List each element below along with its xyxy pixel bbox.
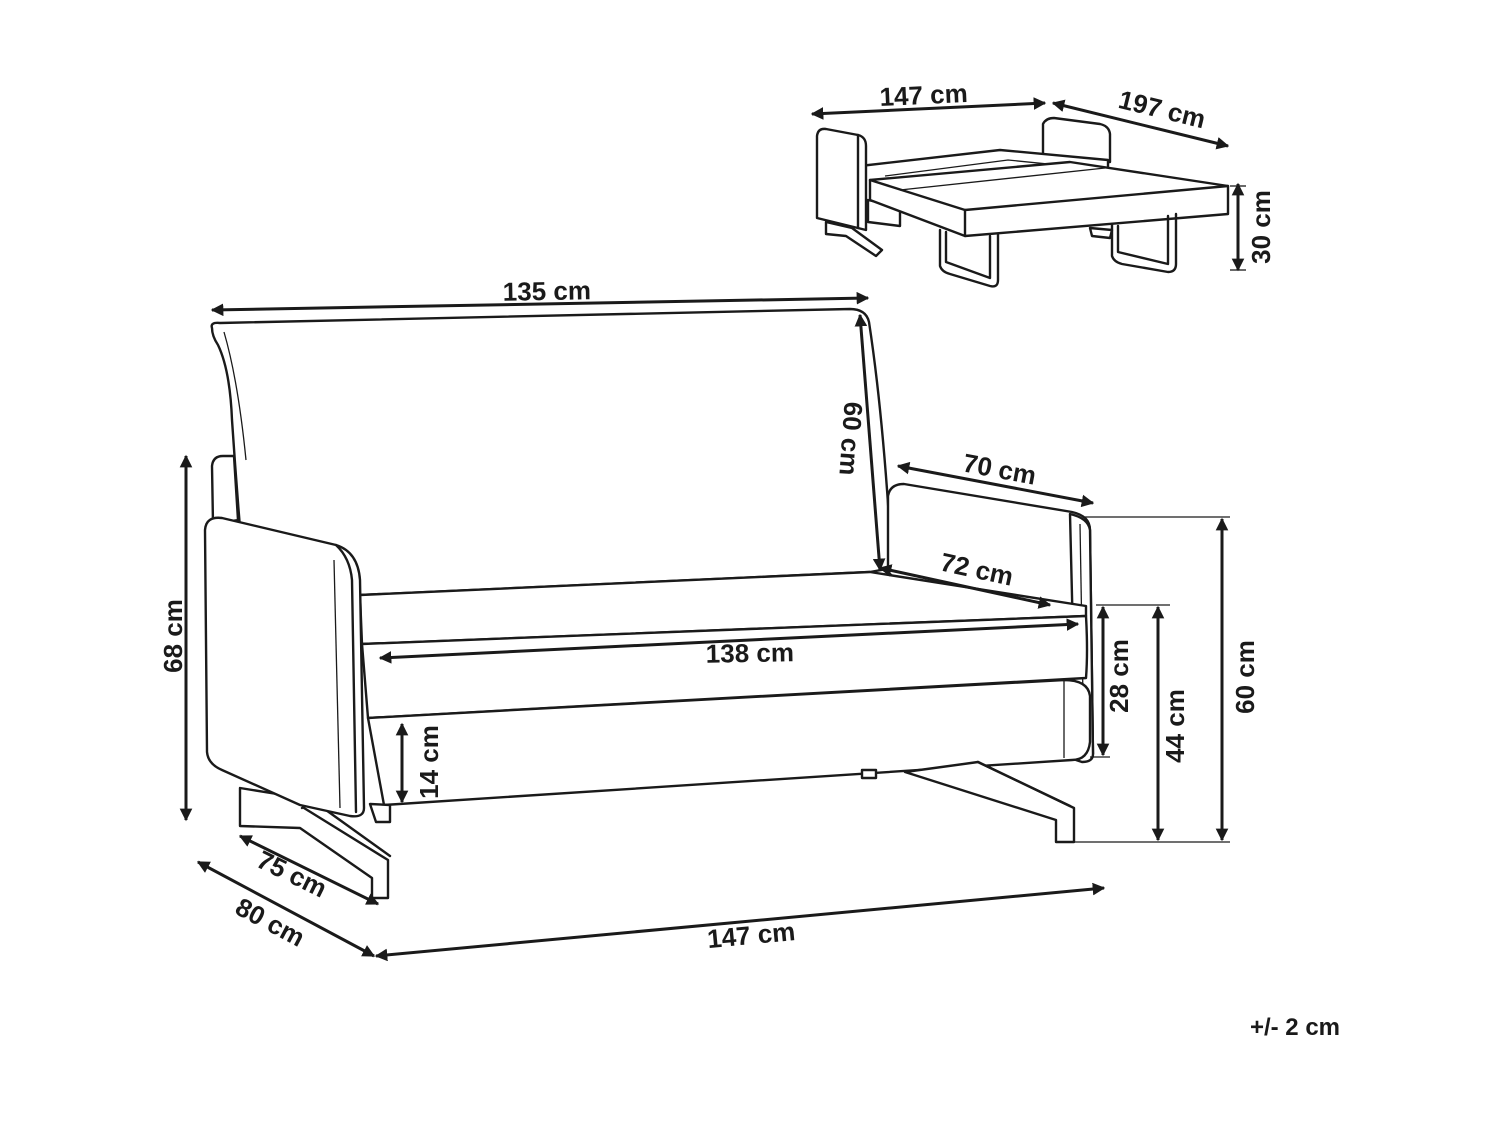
label-backrest-width: 135 cm [502, 275, 591, 307]
label-total-height: 68 cm [158, 599, 188, 673]
label-depth-inner: 75 cm [252, 844, 331, 903]
label-bed-width: 147 cm [879, 78, 968, 112]
label-seat-width: 138 cm [705, 637, 794, 669]
tolerance-note: +/- 2 cm [1250, 1014, 1340, 1041]
sofa-illustration [203, 307, 1095, 900]
label-armrest-height: 60 cm [1230, 640, 1260, 714]
label-bed-length: 197 cm [1116, 84, 1209, 134]
label-seat-height: 44 cm [1160, 689, 1190, 763]
label-leg-height: 14 cm [414, 725, 444, 799]
label-total-width: 147 cm [706, 916, 797, 954]
label-backrest-height: 60 cm [833, 401, 868, 477]
label-bed-height: 30 cm [1246, 190, 1276, 264]
bed-illustration [815, 116, 1230, 288]
dimension-lines [179, 97, 1245, 962]
label-seat-cushion-height: 28 cm [1104, 639, 1134, 713]
label-armrest-depth: 70 cm [961, 448, 1039, 491]
